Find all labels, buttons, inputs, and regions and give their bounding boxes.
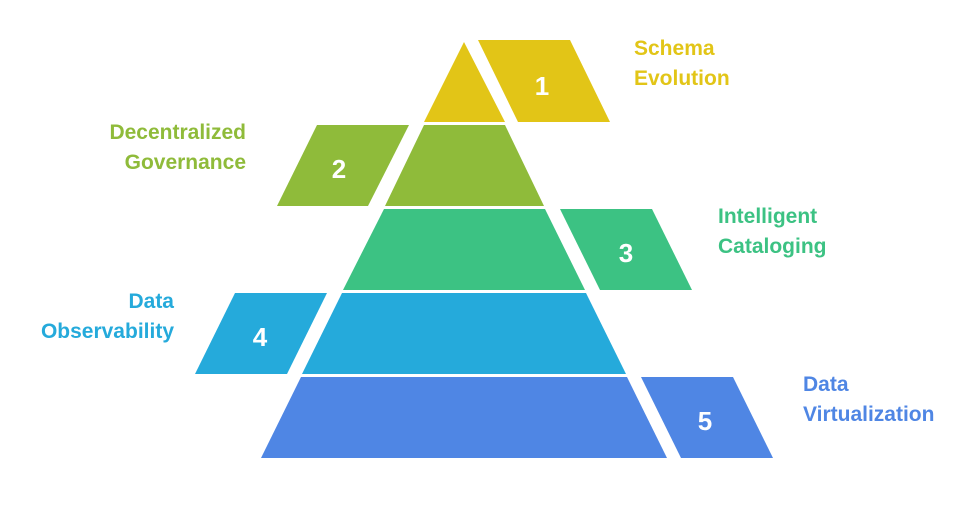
- side-tab-4: [195, 293, 327, 374]
- level-label-1: Schema Evolution: [634, 34, 730, 94]
- level-label-3: Intelligent Cataloging: [718, 202, 827, 262]
- side-tab-5: [641, 377, 773, 458]
- side-tab-1: [478, 40, 610, 122]
- level-label-2: Decentralized Governance: [109, 118, 246, 178]
- level-label-3-line-2: Cataloging: [718, 235, 827, 258]
- side-tab-3: [560, 209, 692, 290]
- level-number-3: 3: [619, 238, 633, 268]
- level-number-1: 1: [535, 71, 549, 101]
- level-label-4: Data Observability: [41, 287, 174, 347]
- level-label-5-line-2: Virtualization: [803, 403, 935, 426]
- side-tab-2: [277, 125, 409, 206]
- level-number-5: 5: [698, 406, 712, 436]
- level-label-4-line-2: Observability: [40, 320, 174, 343]
- level-label-2-line-2: Governance: [124, 151, 246, 174]
- level-label-1-line-2: Evolution: [634, 67, 730, 90]
- level-label-3-line-1: Intelligent: [718, 205, 818, 228]
- level-number-2: 2: [332, 154, 346, 184]
- pyramid-tier-2: [385, 125, 544, 206]
- level-number-4: 4: [253, 322, 268, 352]
- pyramid-tier-4: [302, 293, 626, 374]
- pyramid-tier-1: [424, 42, 505, 122]
- level-label-2-line-1: Decentralized: [109, 121, 246, 144]
- level-label-1-line-1: Schema: [634, 37, 715, 60]
- level-label-5: Data Virtualization: [803, 370, 934, 430]
- pyramid-tier-3: [343, 209, 585, 290]
- pyramid-tier-5: [261, 377, 667, 458]
- level-label-4-line-1: Data: [128, 290, 174, 313]
- level-label-5-line-1: Data: [803, 373, 849, 396]
